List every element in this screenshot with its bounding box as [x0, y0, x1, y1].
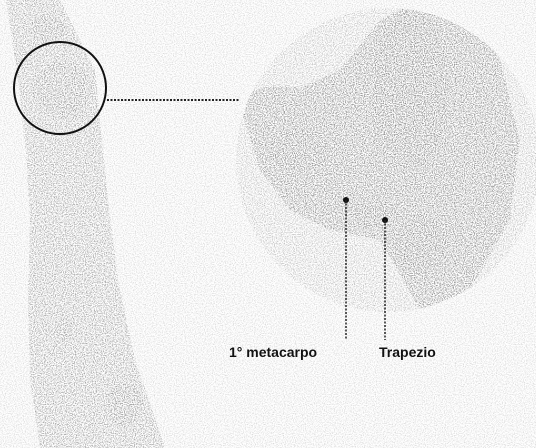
label-1-metacarpo: 1° metacarpo: [229, 344, 317, 360]
label-trapezio: Trapezio: [379, 344, 436, 360]
